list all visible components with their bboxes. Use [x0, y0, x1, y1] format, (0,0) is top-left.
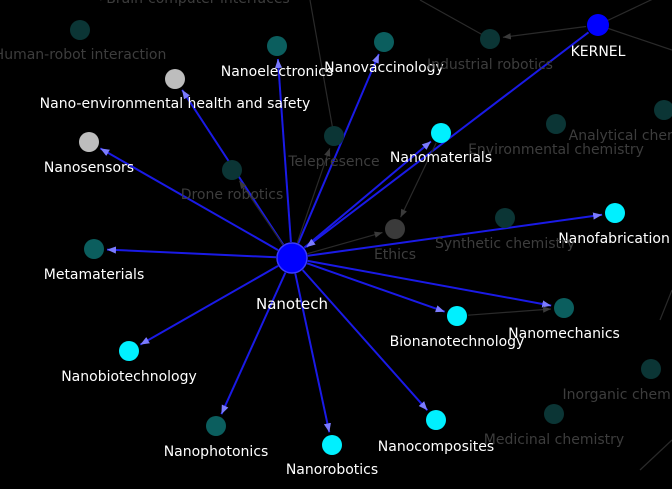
node-label-medicinal-chemistry: Medicinal chemistry — [484, 432, 624, 448]
edge-nanotech-to-nanobiotechnology — [139, 265, 279, 346]
node-label-inorganic-chemistry: Inorganic chemistry — [563, 387, 672, 403]
node-industrial-robotics[interactable] — [480, 29, 500, 49]
node-nanocomposites[interactable] — [426, 410, 446, 430]
background-edge-6 — [659, 289, 672, 321]
node-nanofabrication[interactable] — [605, 203, 625, 223]
node-nanosensors[interactable] — [79, 132, 99, 152]
node-environmental-chemistry[interactable] — [546, 114, 566, 134]
node-label-telepresence: Telepresence — [287, 154, 379, 170]
node-telepresence[interactable] — [324, 126, 344, 146]
node-label-synthetic-chemistry: Synthetic chemistry — [435, 236, 575, 252]
edges-layer — [99, 0, 672, 471]
node-label-ethics: Ethics — [374, 247, 416, 263]
background-edge-5 — [639, 439, 672, 471]
node-nanotech[interactable] — [276, 242, 308, 274]
node-nanobiotechnology[interactable] — [119, 341, 139, 361]
node-drone-robotics[interactable] — [222, 160, 242, 180]
background-edge-0 — [597, 0, 653, 26]
node-human-robot[interactable] — [70, 20, 90, 40]
edge-nanotech-to-nanocomposites — [301, 269, 429, 411]
node-nanoelectronics[interactable] — [267, 36, 287, 56]
background-edge-1 — [597, 24, 672, 51]
edge-nanotech-to-metamaterials — [106, 246, 277, 259]
edge-bionanotechnology-to-nanomechanics — [467, 306, 552, 316]
node-label-brain-computer: Brain-computer interfaces — [106, 0, 289, 7]
node-label-nanophotonics: Nanophotonics — [164, 444, 269, 460]
node-label-drone-robotics: Drone robotics — [181, 187, 284, 203]
edge-nanotech-to-nanovaccinology — [297, 53, 380, 244]
node-label-nanocomposites: Nanocomposites — [378, 439, 494, 455]
node-ethics[interactable] — [385, 219, 405, 239]
node-analytical-chemistry[interactable] — [654, 100, 672, 120]
node-nanomechanics[interactable] — [554, 298, 574, 318]
node-nanophotonics[interactable] — [206, 416, 226, 436]
node-synthetic-chemistry[interactable] — [495, 208, 515, 228]
edge-nanotech-to-telepresence — [296, 148, 331, 244]
node-kernel[interactable] — [587, 14, 609, 36]
node-label-analytical-chemistry: Analytical chemistry — [569, 128, 672, 144]
node-inorganic-chemistry[interactable] — [641, 359, 661, 379]
node-label-nanomaterials: Nanomaterials — [390, 150, 492, 166]
nodes-layer — [70, 14, 672, 455]
node-label-nanobiotechnology: Nanobiotechnology — [61, 369, 197, 385]
node-label-nanosensors: Nanosensors — [44, 160, 134, 176]
node-label-environmental-chemistry: Environmental chemistry — [468, 142, 644, 158]
node-label-metamaterials: Metamaterials — [44, 267, 145, 283]
background-edge-2 — [419, 0, 491, 40]
node-label-human-robot: Human-robot interaction — [0, 47, 166, 63]
edge-nanotech-to-nanomaterials — [303, 140, 432, 249]
edge-kernel-to-industrial-robotics — [502, 25, 587, 40]
edge-nanotech-to-nanorobotics — [294, 273, 331, 433]
node-label-nanoelectronics: Nanoelectronics — [221, 64, 334, 80]
node-nanomaterials[interactable] — [431, 123, 451, 143]
edge-nanotech-to-bionanotechnology — [306, 262, 446, 313]
node-label-nanorobotics: Nanorobotics — [286, 462, 378, 478]
edge-nanotech-to-nanosensors — [99, 147, 279, 251]
node-label-kernel: KERNEL — [571, 44, 626, 60]
edge-nanotech-to-nanofabrication — [307, 212, 603, 257]
node-medicinal-chemistry[interactable] — [544, 404, 564, 424]
node-label-nanovaccinology: Nanovaccinology — [324, 60, 444, 76]
edge-nanomaterials-to-ethics — [400, 142, 437, 218]
node-label-nanomechanics: Nanomechanics — [508, 326, 620, 342]
labels-layer: Nanotech KERNEL NanoelectronicsNanovaccino… — [0, 0, 672, 478]
background-edge-3 — [309, 0, 335, 137]
edge-nanotech-to-nanophotonics — [220, 272, 287, 415]
node-label-bionanotechnology: Bionanotechnology — [390, 334, 525, 350]
node-label-industrial-robotics: Industrial robotics — [427, 57, 553, 73]
node-nanorobotics[interactable] — [322, 435, 342, 455]
edge-nanotech-to-drone-robotics — [238, 180, 284, 246]
node-nano-env[interactable] — [165, 69, 185, 89]
node-label-nanotech: Nanotech — [256, 295, 328, 313]
node-nanovaccinology[interactable] — [374, 32, 394, 52]
edge-nanotech-to-nanomechanics — [307, 259, 552, 308]
edge-nanotech-to-nanoelectronics — [274, 58, 292, 243]
node-bionanotechnology[interactable] — [447, 306, 467, 326]
node-label-nano-env: Nano-environmental health and safety — [40, 96, 311, 112]
edge-nanotech-to-ethics — [307, 231, 383, 255]
node-label-nanofabrication: Nanofabrication — [558, 231, 670, 247]
node-metamaterials[interactable] — [84, 239, 104, 259]
